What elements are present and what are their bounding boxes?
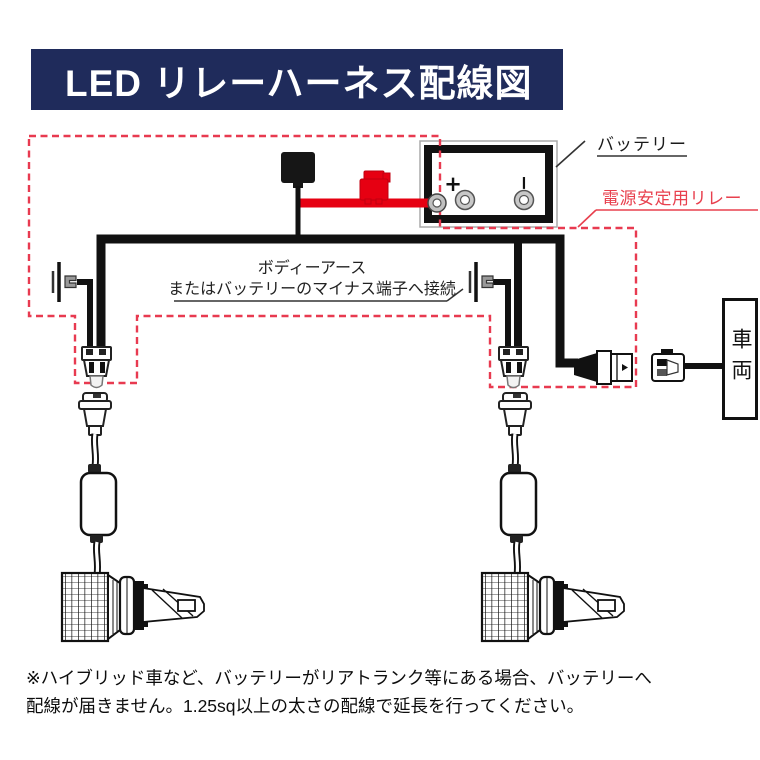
harness-connector-left (81, 346, 112, 389)
vehicle-box: 車両 (722, 298, 758, 420)
battery-negative-mark: − (513, 175, 535, 191)
led-lamp-right (482, 393, 624, 641)
relay-box (281, 152, 315, 236)
battery-positive-mark: + (444, 172, 462, 196)
ground-symbol-left-icon (51, 260, 78, 304)
led-lamp-left (62, 393, 204, 641)
fuse-holder (359, 170, 391, 205)
harness-connector-right (498, 346, 529, 389)
leader-lines (174, 140, 758, 302)
ground-symbol-right-icon (468, 260, 495, 304)
vehicle-connector (651, 349, 685, 382)
footer-note-line2: 配線が届きません。1.25sq以上の太さの配線で延長を行ってください。 (26, 696, 585, 716)
harness-wires (77, 234, 723, 369)
footer-note-line1: ※ハイブリッド車など、バッテリーがリアトランク等にある場合、バッテリーへ (26, 668, 652, 688)
harness-dashed-outline (27, 134, 638, 389)
vehicle-label: 車両 (729, 328, 752, 390)
power-relay-label: 電源安定用リレー (602, 189, 742, 208)
harness-input-plug (574, 350, 633, 385)
battery-label: バッテリー (597, 135, 687, 154)
battery-terminals: + − (427, 172, 535, 213)
header-banner: LED リレーハーネス配線図 (31, 49, 563, 110)
ground-label-line2: またはバッテリーのマイナス端子へ接続 (168, 281, 456, 298)
ground-label-line1: ボディーアース (257, 260, 367, 277)
page-title: LED リレーハーネス配線図 (65, 62, 533, 104)
footer-note: ※ハイブリッド車など、バッテリーがリアトランク等にある場合、バッテリーへ 配線が… (26, 664, 740, 720)
